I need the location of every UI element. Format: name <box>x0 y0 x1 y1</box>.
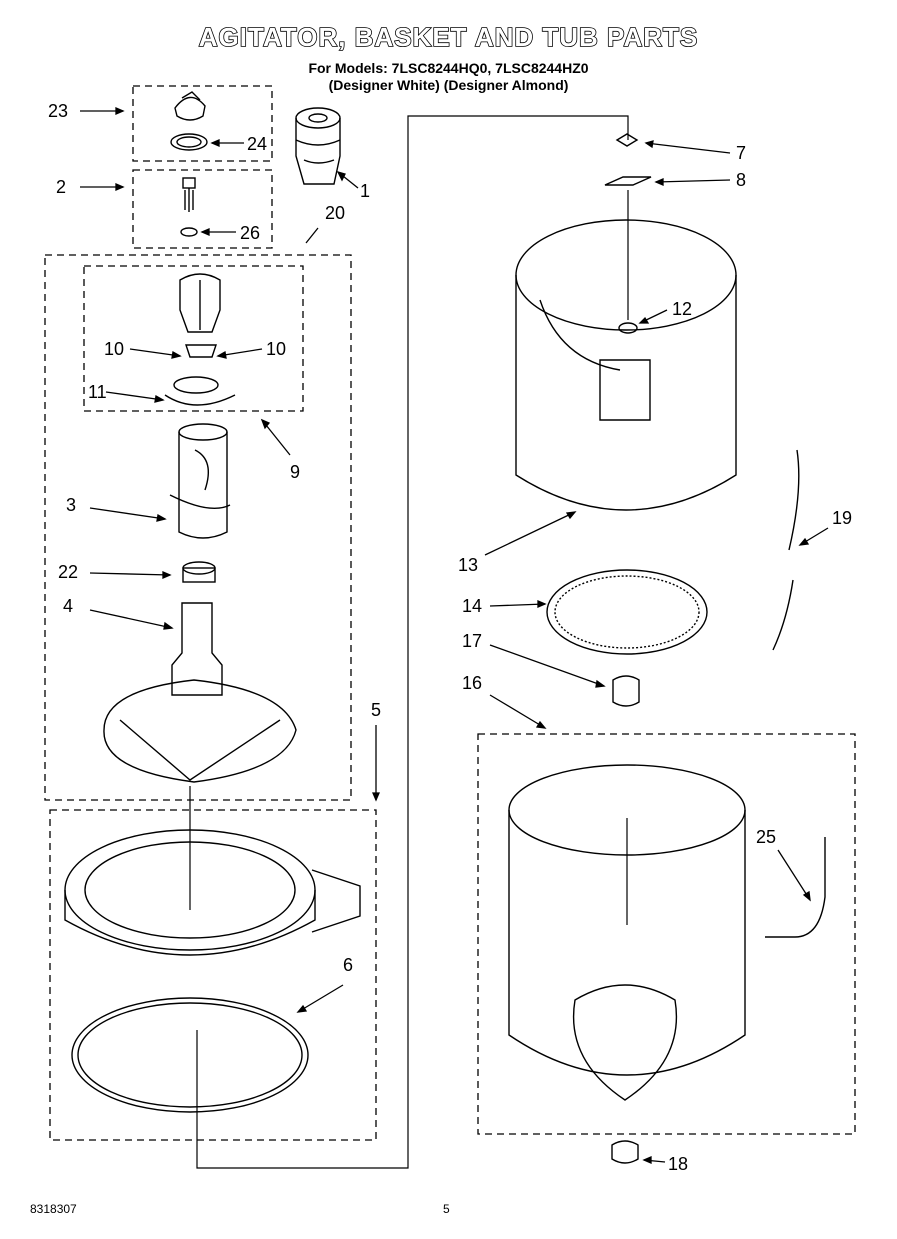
callout-13: 13 <box>458 555 479 575</box>
callout-2: 2 <box>56 177 67 197</box>
part-2-bolt <box>182 177 196 212</box>
callout-1: 1 <box>360 181 371 201</box>
group-box-20 <box>44 254 352 801</box>
callout-8: 8 <box>736 170 747 190</box>
callout-16: 16 <box>462 673 483 693</box>
part-14-plate <box>546 569 708 655</box>
group-boxes <box>44 85 856 1141</box>
part-19-hose <box>772 449 800 651</box>
model-colors: (Designer White) (Designer Almond) <box>328 77 569 93</box>
part-13-basket <box>515 219 737 511</box>
part-1-dispenser <box>295 107 341 185</box>
callout-7: 7 <box>736 143 747 163</box>
part-16-tub <box>508 764 746 1101</box>
callout-3: 3 <box>66 495 77 515</box>
group-box-23 <box>132 85 273 162</box>
callout-5: 5 <box>371 700 382 720</box>
part-17-hub <box>612 675 640 707</box>
callout-20: 20 <box>325 203 346 223</box>
callout-9: 9 <box>290 462 301 482</box>
callout-6: 6 <box>343 955 354 975</box>
part-9-cam <box>164 273 236 406</box>
callout-12: 12 <box>672 299 693 319</box>
callout-22: 22 <box>58 562 79 582</box>
callout-14: 14 <box>462 596 483 616</box>
group-box-5 <box>49 809 377 1141</box>
part-18-cap <box>611 1140 639 1164</box>
page-number: 5 <box>443 1202 450 1216</box>
callout-10-left: 10 <box>104 339 125 359</box>
part-4-agitator-base <box>103 602 297 783</box>
part-12-nut <box>618 322 638 334</box>
callout-25: 25 <box>756 827 777 847</box>
part-23-cap <box>174 91 206 121</box>
part-5-ring <box>64 829 361 956</box>
part-7-clip <box>615 133 639 147</box>
callout-24: 24 <box>247 134 268 154</box>
part-26-washer <box>180 227 198 237</box>
page-title: AGITATOR, BASKET AND TUB PARTS <box>198 21 699 53</box>
part-3-agitator-top <box>169 423 231 539</box>
part-22-dog <box>182 561 216 583</box>
part-8-bracket <box>604 176 652 186</box>
part-25-hose <box>765 837 826 938</box>
callout-26: 26 <box>240 223 261 243</box>
part-6-seal <box>71 997 309 1113</box>
leader-arrows <box>80 107 829 1164</box>
callout-23: 23 <box>48 101 69 121</box>
callout-11: 11 <box>88 382 107 402</box>
callout-10-right: 10 <box>266 339 287 359</box>
document-number: 8318307 <box>30 1202 77 1216</box>
model-numbers: For Models: 7LSC8244HQ0, 7LSC8244HZ0 <box>308 60 589 76</box>
callout-19: 19 <box>832 508 853 528</box>
callout-4: 4 <box>63 596 74 616</box>
callout-18: 18 <box>668 1154 689 1174</box>
callout-17: 17 <box>462 631 483 651</box>
group-box-9 <box>83 265 304 412</box>
center-lines <box>189 115 629 1169</box>
group-box-16 <box>477 733 856 1135</box>
part-24-ring <box>170 133 208 151</box>
